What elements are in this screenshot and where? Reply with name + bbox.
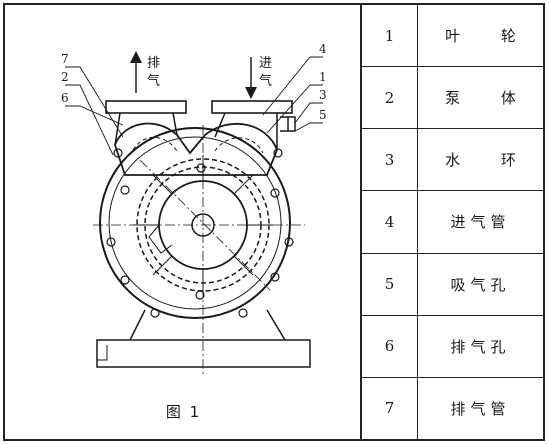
legend-number: 4 [362, 190, 418, 254]
callout-3: 3 [319, 88, 327, 102]
intake-flange [211, 100, 293, 114]
legend-part-name: 吸气孔 [417, 253, 543, 316]
water-ring-pump-drawing: 7 2 6 4 1 3 5 排气 进气 [61, 42, 327, 375]
exhaust-label: 排气 [147, 56, 160, 89]
exhaust-flange [105, 100, 187, 114]
callout-5: 5 [319, 108, 327, 122]
legend-number: 7 [362, 377, 418, 439]
intake-label: 进气 [259, 56, 272, 89]
legend-number: 5 [362, 253, 418, 316]
callout-6: 6 [61, 91, 69, 105]
port-lobes [114, 122, 278, 176]
callout-2: 2 [61, 70, 69, 84]
callout-1: 1 [319, 70, 327, 84]
callout-4: 4 [319, 42, 327, 56]
legend-number: 2 [362, 66, 418, 130]
legend-part-name: 泵 体 [417, 66, 543, 130]
legend-part-name: 水 环 [417, 128, 543, 192]
base-plate [96, 339, 311, 368]
legend-number: 1 [362, 5, 418, 68]
callout-7: 7 [61, 52, 69, 66]
pump-diagram-panel: 7 2 6 4 1 3 5 排气 进气 图 1 [5, 5, 362, 439]
legend-part-name: 排气管 [450, 399, 511, 418]
legend-row: 7 排气管 [362, 377, 543, 439]
pump-casing [99, 127, 291, 319]
legend-number: 6 [362, 315, 418, 378]
legend-part-name: 叶 轮 [417, 5, 543, 68]
figure-caption: 图 1 [165, 403, 202, 421]
legend-part-name: 排气孔 [417, 315, 543, 378]
legend-number: 3 [362, 128, 418, 192]
legend-part-name: 进气管 [417, 190, 543, 254]
